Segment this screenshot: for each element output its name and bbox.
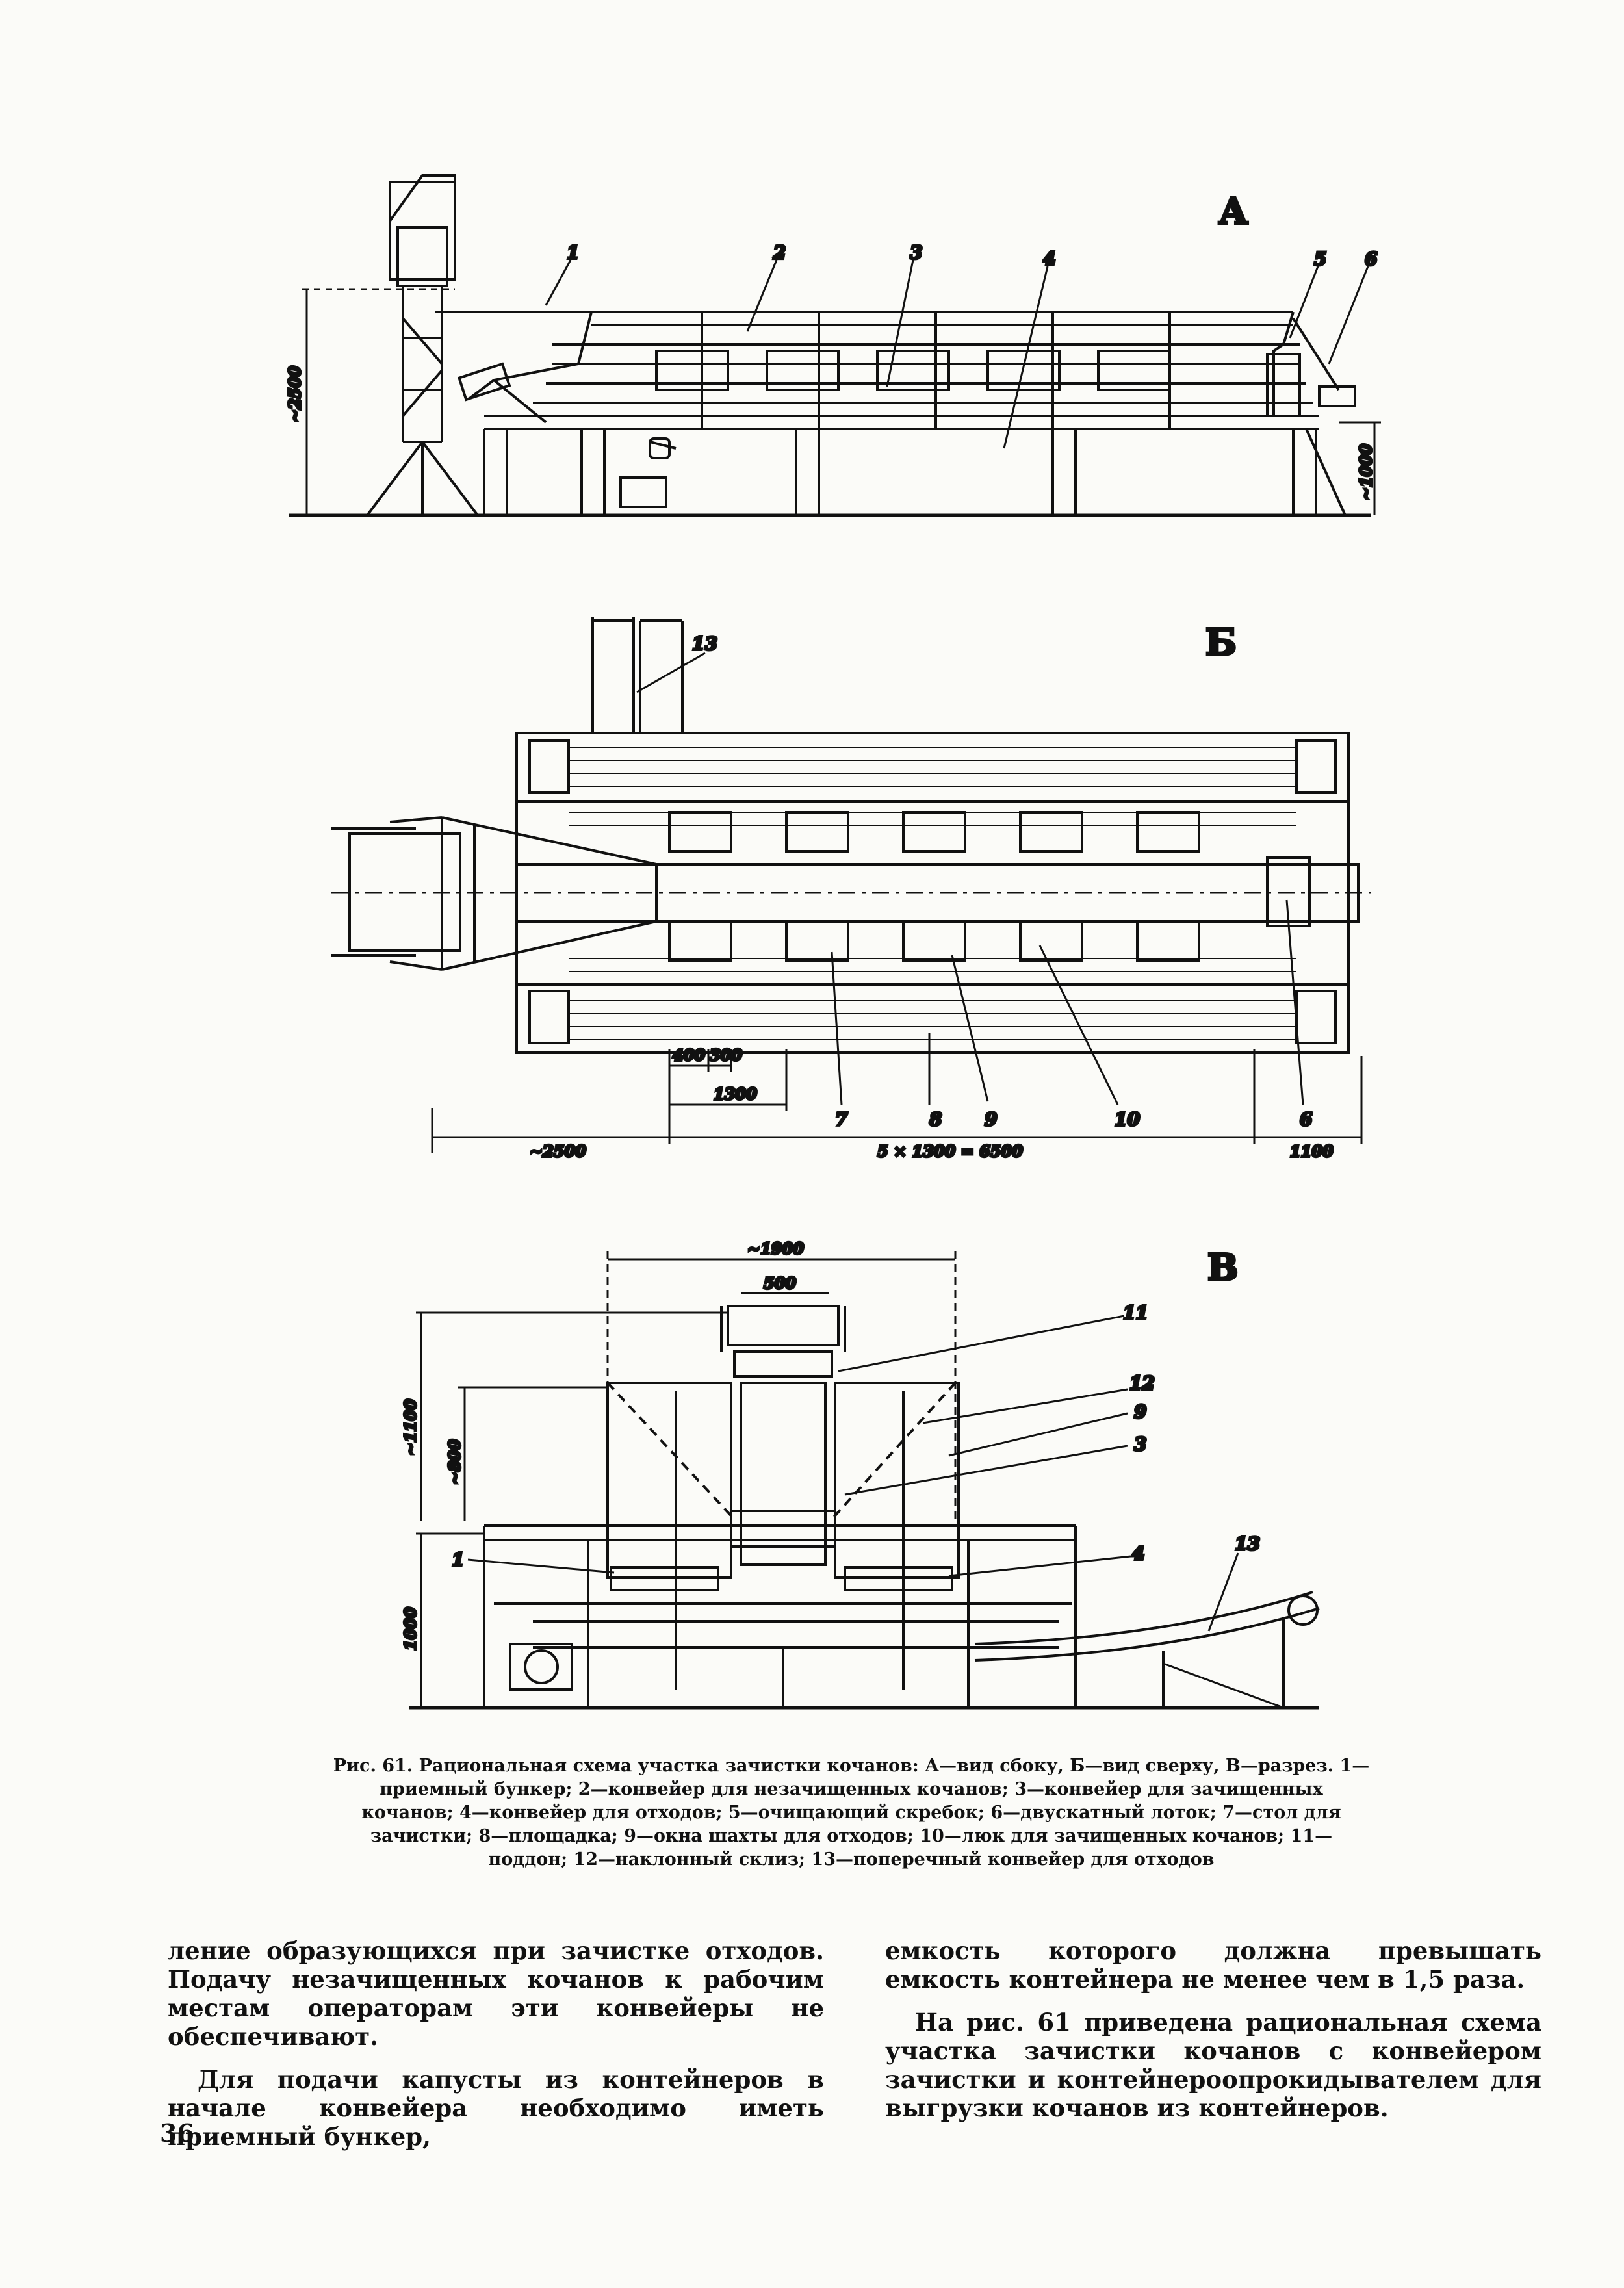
view-a-callout-3: 3 (910, 242, 922, 263)
paragraph-left-1: ление образующихся при зачистке отходов.… (168, 1936, 824, 2051)
view-b-letter: Б (1205, 621, 1237, 664)
view-v-callout-4: 4 (1132, 1543, 1144, 1564)
figure-61-drawing: А 1 2 3 4 5 6 ~2500 ~1000 Б 13 7 8 9 10 … (284, 174, 1381, 1710)
view-b-dim-300: 300 (710, 1046, 742, 1064)
view-v-dim-500: 500 (764, 1274, 796, 1292)
page-number: 36 (160, 2118, 194, 2148)
view-v-callout-11: 11 (1123, 1302, 1148, 1324)
view-v-dim-800: ~800 (445, 1439, 464, 1485)
view-b-callout-8: 8 (929, 1109, 942, 1130)
view-a-callout-1: 1 (567, 242, 579, 263)
view-b-callout-6: 6 (1300, 1109, 1312, 1130)
view-a-leg-dim: ~1000 (1356, 444, 1375, 500)
view-v-dim-1100: ~1100 (401, 1399, 420, 1456)
view-b-callout-9: 9 (985, 1109, 997, 1130)
view-a-callout-5: 5 (1314, 248, 1326, 270)
view-a-callout-2: 2 (773, 242, 786, 263)
figure-caption: Рис. 61. Рациональная схема участка зачи… (331, 1755, 1371, 1871)
view-v-letter: В (1207, 1246, 1238, 1289)
technical-figure: А 1 2 3 4 5 6 ~2500 ~1000 Б 13 7 8 9 10 … (284, 174, 1381, 1710)
view-v-callout-3: 3 (1134, 1433, 1146, 1455)
view-v-dim-1000: 1000 (401, 1607, 420, 1651)
view-v-callout-1: 1 (452, 1549, 464, 1571)
paragraph-left-2: Для подачи капусты из контейнеров в нача… (168, 2065, 824, 2151)
view-v-dim-1900: ~1900 (747, 1239, 804, 1258)
view-a-letter: А (1218, 190, 1248, 233)
text-column-right: емкость которого должна превышать емкост… (885, 1936, 1541, 2137)
view-b-dim-1100: 1100 (1290, 1142, 1334, 1161)
view-b-top (331, 617, 1371, 1153)
view-b-dim-6500: 5 × 1300 = 6500 (877, 1142, 1023, 1161)
view-a-callout-6: 6 (1365, 248, 1377, 270)
view-v-callout-12: 12 (1129, 1372, 1155, 1394)
view-b-dim-2500: ~2500 (530, 1142, 586, 1161)
paragraph-right-2: На рис. 61 приведена рациональная схема … (885, 2008, 1541, 2122)
paragraph-right-1: емкость которого должна превышать емкост… (885, 1936, 1541, 1994)
view-b-callout-13: 13 (692, 633, 717, 654)
view-b-callout-7: 7 (835, 1109, 848, 1130)
view-v-callout-9: 9 (1134, 1401, 1146, 1422)
view-a-side (289, 174, 1381, 517)
view-a-height-dim: ~2500 (285, 366, 304, 422)
view-a-callout-4: 4 (1043, 248, 1055, 270)
view-b-dim-1300: 1300 (714, 1085, 757, 1103)
view-b-dim-400: 400 (673, 1046, 705, 1064)
view-b-callout-10: 10 (1115, 1109, 1140, 1130)
caption-text: Рациональная схема участка зачистки коча… (361, 1756, 1370, 1870)
view-v-callout-13: 13 (1235, 1533, 1260, 1554)
caption-lead: Рис. 61. (333, 1756, 413, 1776)
view-v-section (409, 1251, 1320, 1710)
text-column-left: ление образующихся при зачистке отходов.… (168, 1936, 824, 2165)
